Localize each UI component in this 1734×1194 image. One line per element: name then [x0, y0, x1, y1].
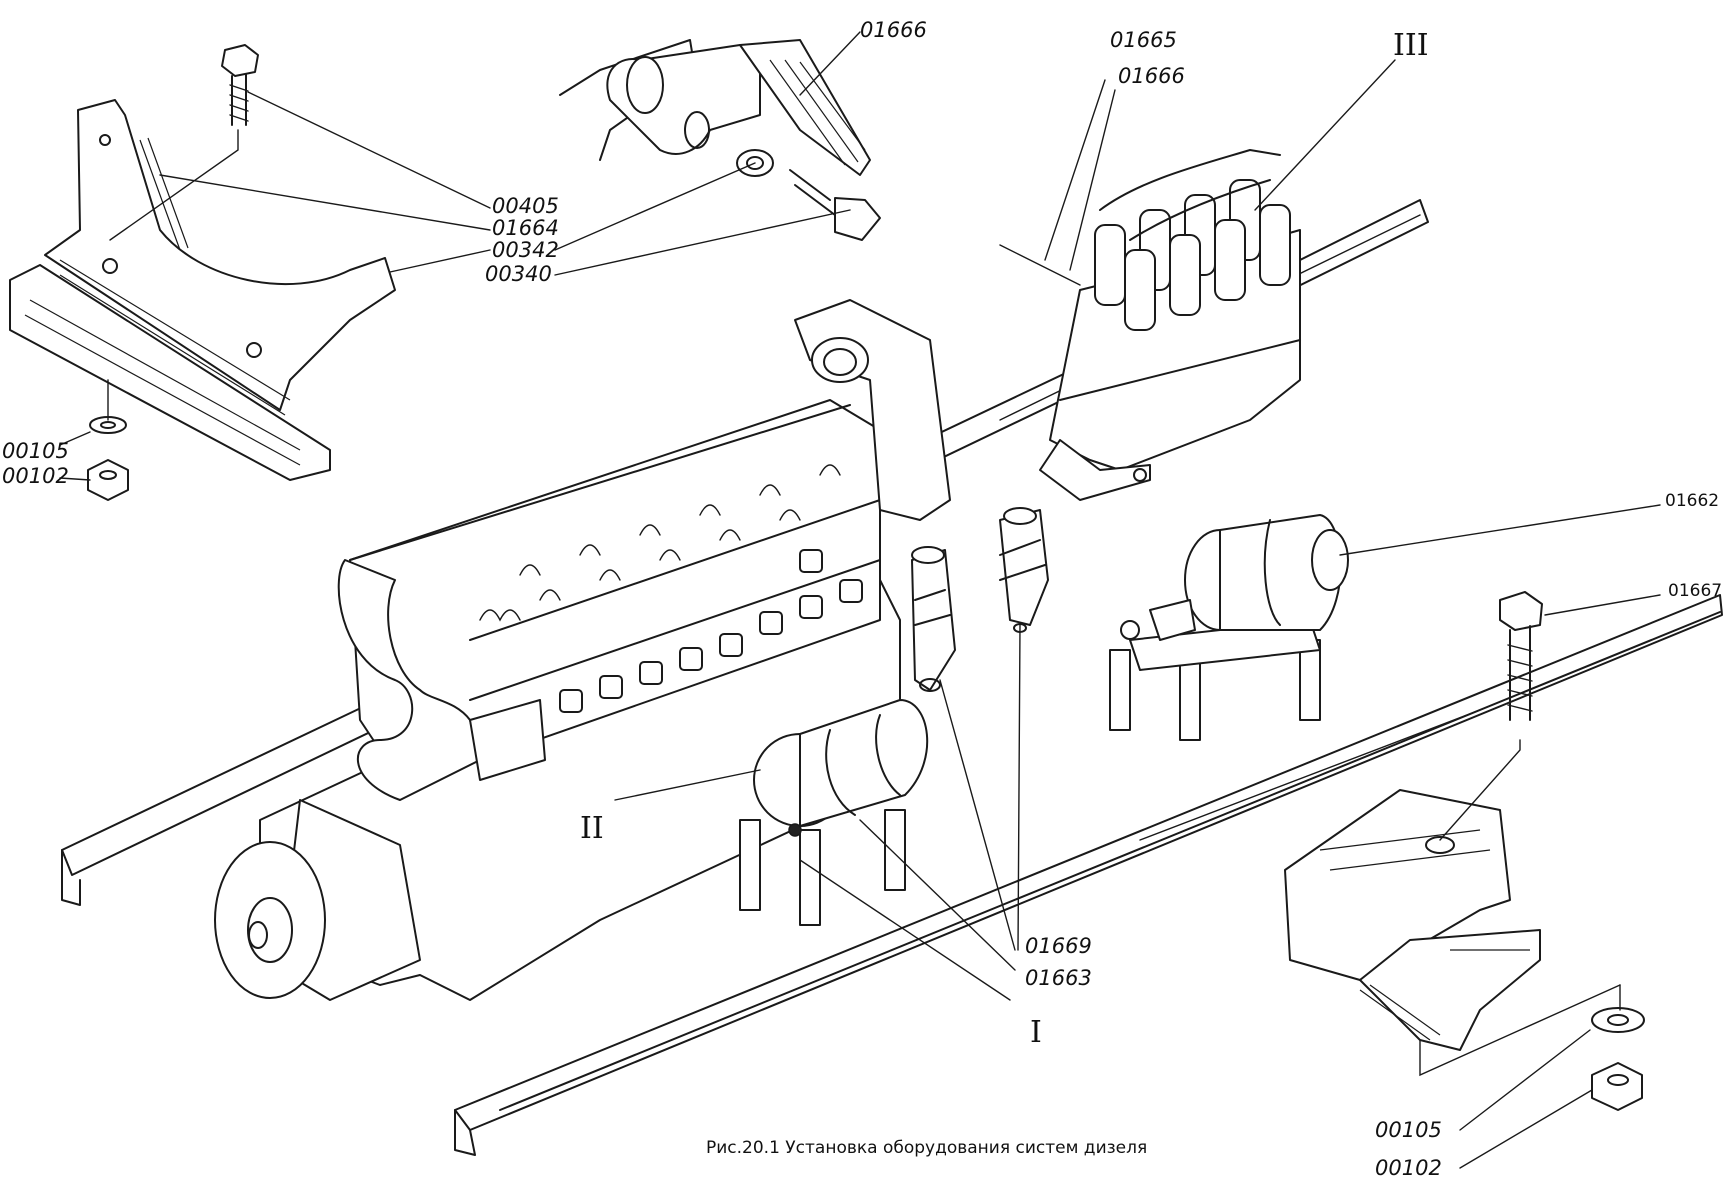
bolt-head-top — [834, 197, 881, 241]
nut-right — [1591, 1062, 1643, 1111]
frame-rail-front — [454, 594, 1723, 1156]
diesel-engine — [214, 299, 951, 1001]
fuel-injection-pump — [999, 149, 1301, 501]
figure-caption: Рис.20.1 Установка оборудования систем д… — [706, 1138, 1147, 1158]
shaft-bracket-assembly — [559, 39, 881, 241]
label-01664: 01664 — [492, 216, 559, 240]
sensor-left — [911, 546, 956, 692]
label-00105-left: 00105 — [2, 439, 69, 463]
cylinder-unit-I — [739, 699, 929, 926]
label-01669: 01669 — [1025, 934, 1092, 958]
label-roman-III: III — [1393, 28, 1429, 63]
right-bracket-hatching — [1319, 829, 1530, 1041]
sensor-right — [999, 507, 1049, 633]
right-support-bracket — [1284, 591, 1645, 1111]
rear-pipe-port — [811, 337, 869, 383]
label-01667: 01667 — [1668, 581, 1722, 601]
pump-cylinders — [1094, 179, 1291, 331]
port-squares — [559, 549, 863, 713]
label-roman-II: II — [580, 811, 604, 846]
bracket-hatching — [24, 137, 301, 466]
label-01662: 01662 — [1665, 491, 1719, 511]
label-00342: 00342 — [492, 238, 559, 262]
cylinder-unit-01662 — [1109, 514, 1349, 741]
label-01663: 01663 — [1025, 966, 1092, 990]
shaft-bracket-hatching — [769, 59, 866, 166]
label-01666-top: 01666 — [860, 18, 927, 42]
shaft-end — [626, 56, 664, 114]
left-support-bracket — [9, 44, 396, 501]
bolt-head-left — [221, 44, 259, 77]
label-00405: 00405 — [492, 194, 559, 218]
label-01666-right: 01666 — [1118, 64, 1185, 88]
leader-lines — [59, 31, 1661, 1169]
label-00105-right: 00105 — [1375, 1118, 1442, 1142]
washer-right — [1591, 1007, 1645, 1033]
bolt-head-right — [1499, 591, 1543, 631]
label-00102-right: 00102 — [1375, 1156, 1442, 1180]
label-00102-left: 00102 — [2, 464, 69, 488]
part-labels: 00405 01664 00342 00340 00105 00102 0166… — [2, 18, 1722, 1180]
label-01665: 01665 — [1110, 28, 1177, 52]
valve-cover-scallops — [479, 464, 841, 622]
label-roman-I: I — [1030, 1015, 1042, 1050]
label-00340: 00340 — [485, 262, 552, 286]
